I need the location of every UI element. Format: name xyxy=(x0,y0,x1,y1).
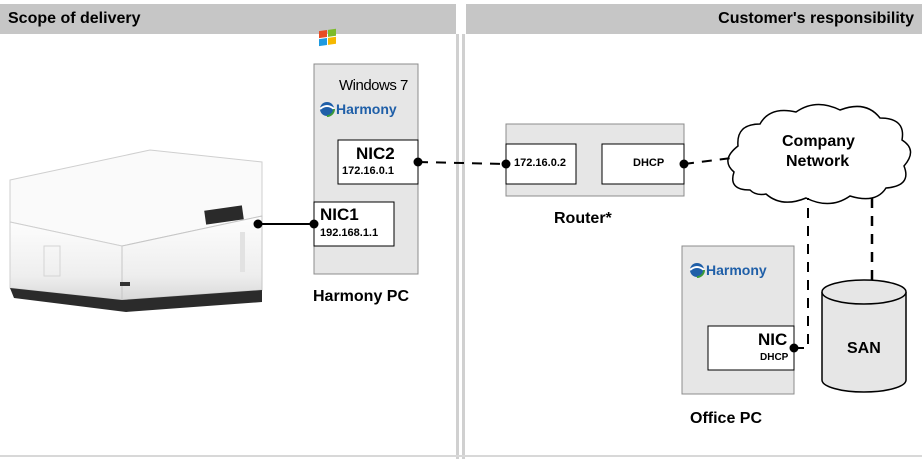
router-caption: Router* xyxy=(554,210,612,227)
right-header-bar xyxy=(466,4,922,34)
san-cylinder xyxy=(821,279,907,393)
router-left-port-dot xyxy=(501,159,511,169)
router-left-port xyxy=(505,143,577,185)
office-nic-label: NIC xyxy=(758,330,788,349)
section-gap xyxy=(456,0,466,459)
router-left-port-ip: 172.16.0.2 xyxy=(514,157,566,169)
office-nic-box xyxy=(707,325,795,371)
nic1-port-dot xyxy=(309,219,319,229)
windows-logo-icon xyxy=(319,28,336,47)
nic1-label: NIC1 xyxy=(320,205,359,224)
office-pc-to-network-link xyxy=(794,198,809,349)
nic1-ip: 192.168.1.1 xyxy=(320,227,379,239)
office-nic-port-dot xyxy=(789,343,799,353)
nic2-label: NIC2 xyxy=(356,144,395,163)
section-divider-right xyxy=(462,34,465,459)
company-network-cloud xyxy=(727,103,912,205)
nic1-box xyxy=(313,201,395,247)
harmony-pc-caption: Harmony PC xyxy=(313,288,410,305)
router-to-network-link xyxy=(683,157,733,165)
office-harmony-app-label: Harmony xyxy=(706,262,767,278)
nic2-port-dot xyxy=(413,157,423,167)
office-nic-mode: DHCP xyxy=(760,352,789,363)
router-right-port-dot xyxy=(679,159,689,169)
office-pc-caption: Office PC xyxy=(690,410,763,427)
company-network-line2: Network xyxy=(786,153,850,170)
harmony-logo-icon xyxy=(319,101,335,117)
instrument-port-dot xyxy=(253,219,263,229)
instrument-image xyxy=(9,149,263,312)
san-label: SAN xyxy=(847,340,881,357)
router-right-port-label: DHCP xyxy=(633,157,665,169)
router-right-port xyxy=(601,143,685,185)
nic2-ip: 172.16.0.1 xyxy=(342,165,394,177)
office-harmony-logo-icon xyxy=(689,262,705,278)
customer-responsibility-title: Customer's responsibility xyxy=(718,10,914,27)
left-header-bar xyxy=(0,4,456,34)
scope-of-delivery-title: Scope of delivery xyxy=(8,10,141,27)
nic2-to-router-link xyxy=(417,161,507,165)
company-network-line1: Company xyxy=(782,133,855,150)
harmony-app-label: Harmony xyxy=(336,101,397,117)
windows-7-label: Windows 7 xyxy=(339,77,408,94)
section-divider-left xyxy=(456,34,459,459)
